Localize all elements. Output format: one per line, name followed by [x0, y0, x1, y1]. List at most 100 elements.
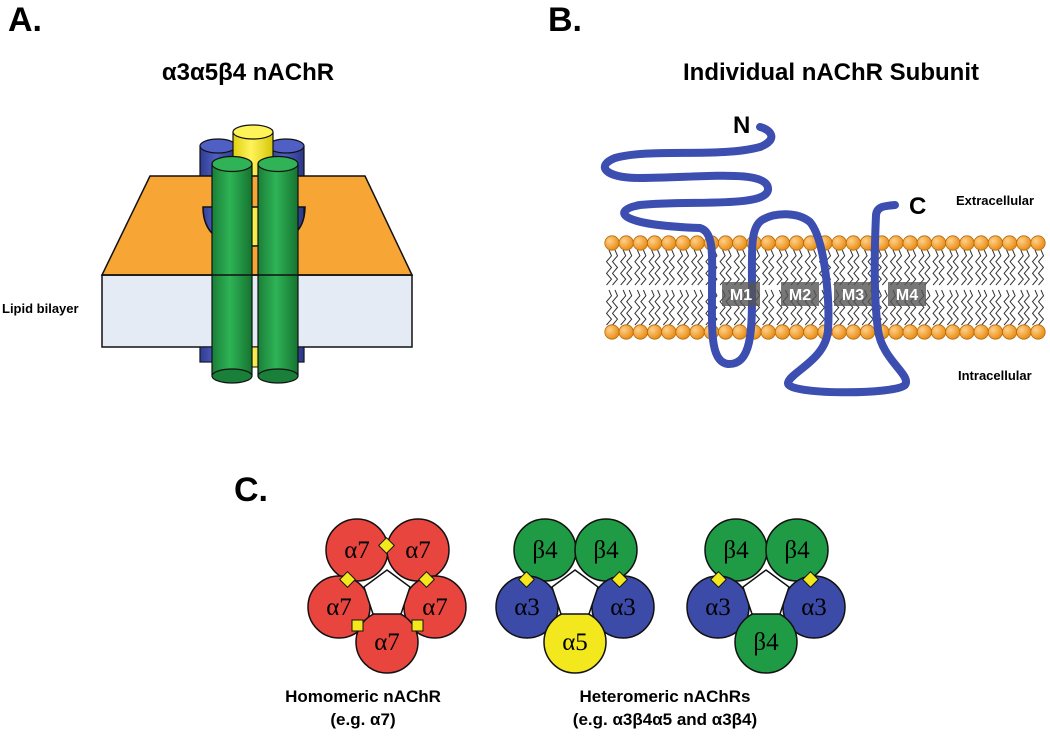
lipid-tail [960, 249, 968, 286]
lipid-head [675, 235, 691, 251]
lipid-tail [1003, 289, 1010, 326]
lipid-head [689, 324, 705, 340]
lipid-tail [654, 289, 661, 326]
lipid-tail [975, 289, 982, 326]
lipid-head [1016, 235, 1032, 251]
subunit-label: α5 [562, 629, 588, 656]
helix-green-right [257, 163, 299, 377]
lipid-tail [895, 249, 903, 286]
lipid-tail [605, 289, 613, 326]
subunit-label: α7 [405, 537, 431, 564]
lipid-tail [975, 249, 982, 286]
lipid-tail [668, 289, 675, 326]
lipid-tail [924, 289, 931, 326]
binding-site [339, 571, 356, 588]
lipid-head [632, 235, 649, 251]
lipid-head [1016, 324, 1032, 340]
lipid-tail [1037, 249, 1045, 286]
lipid-head [632, 324, 649, 340]
subunit-label: α3 [801, 594, 827, 621]
lipid-tail [648, 289, 655, 326]
lipid-tail [682, 249, 690, 286]
lipid-head [973, 235, 989, 251]
panel-c-letter: C. [234, 471, 268, 509]
lipid-tail [839, 249, 846, 286]
lipid-membrane [100, 175, 414, 348]
lipid-tail [995, 249, 1002, 286]
lipid-tail [733, 249, 740, 286]
lipid-head [732, 235, 748, 251]
lipid-tail [620, 249, 627, 286]
lipid-head [646, 235, 663, 251]
lipid-tail [620, 289, 627, 326]
lipid-tail [1009, 289, 1016, 326]
n-terminus-label: N [733, 112, 750, 139]
lipid-tail [711, 249, 718, 286]
lipid-tail [966, 249, 974, 286]
lipid-tail [753, 249, 761, 286]
lipid-tail [989, 249, 996, 286]
lipid-tail [938, 249, 945, 286]
binding-site [418, 571, 435, 588]
lipid-tail [611, 289, 619, 326]
lipid-tail [634, 289, 641, 326]
lipid-head [760, 235, 776, 251]
lipid-head [916, 324, 933, 340]
lipid-tail [796, 249, 803, 286]
lipid-tail [626, 249, 633, 286]
lipid-tail [875, 249, 882, 286]
channel-pore [551, 569, 599, 615]
lipid-tail [989, 289, 996, 326]
lipid-tail [725, 249, 732, 286]
lipid-head [661, 324, 677, 340]
lipid-tail [762, 249, 769, 286]
lipid-tail [881, 249, 888, 286]
lipid-head [987, 324, 1004, 340]
lipid-tail [904, 249, 911, 286]
lipid-tail [605, 249, 613, 286]
lipid-tail [1017, 249, 1024, 286]
binding-site [802, 571, 819, 588]
lipid-tail [739, 249, 746, 286]
lipid-head [902, 235, 918, 251]
lipid-tail [1009, 249, 1016, 286]
panel-b: B. Individual nAChR Subunit N C Extracel… [548, 1, 1046, 397]
m2-label: M2 [789, 287, 811, 304]
lipid-tail [1031, 249, 1039, 286]
lipid-tail [762, 289, 769, 326]
lipid-tail [910, 249, 917, 286]
lipid-head [760, 324, 776, 340]
homomeric-example: (e.g. α7) [330, 710, 395, 729]
lipid-tail [711, 289, 718, 326]
subunit-label: α3 [705, 594, 731, 621]
lipid-tail [697, 249, 704, 286]
lipid-tail [697, 289, 704, 326]
lipid-tail [640, 289, 647, 326]
homomeric-receptor: α7 α7 α7 α7 α7 [307, 518, 467, 674]
lipid-tail [640, 249, 647, 286]
subunit-label: α7 [344, 537, 370, 564]
m3-label: M3 [842, 287, 864, 304]
lipid-head [973, 324, 989, 340]
lipid-tail [1017, 289, 1024, 326]
lipid-head [859, 324, 876, 340]
lipid-head [831, 235, 847, 251]
lipid-tail [924, 249, 931, 286]
lipid-head [618, 324, 634, 340]
lipid-tail [1031, 289, 1039, 326]
subunit-label: β4 [723, 537, 749, 564]
lipid-tail [960, 289, 968, 326]
lipid-tail [782, 249, 789, 286]
lipid-head [845, 235, 862, 251]
lipid-head [945, 235, 961, 251]
lipid-head [717, 235, 734, 251]
lipid-tail [691, 249, 698, 286]
lipid-head [618, 235, 634, 251]
lipid-head [945, 324, 961, 340]
binding-site [378, 537, 395, 554]
homomeric-caption: Homomeric nAChR [285, 687, 441, 706]
lipid-tail [804, 249, 811, 286]
lipid-tail [662, 249, 669, 286]
heteromeric-caption: Heteromeric nAChRs [580, 687, 751, 706]
